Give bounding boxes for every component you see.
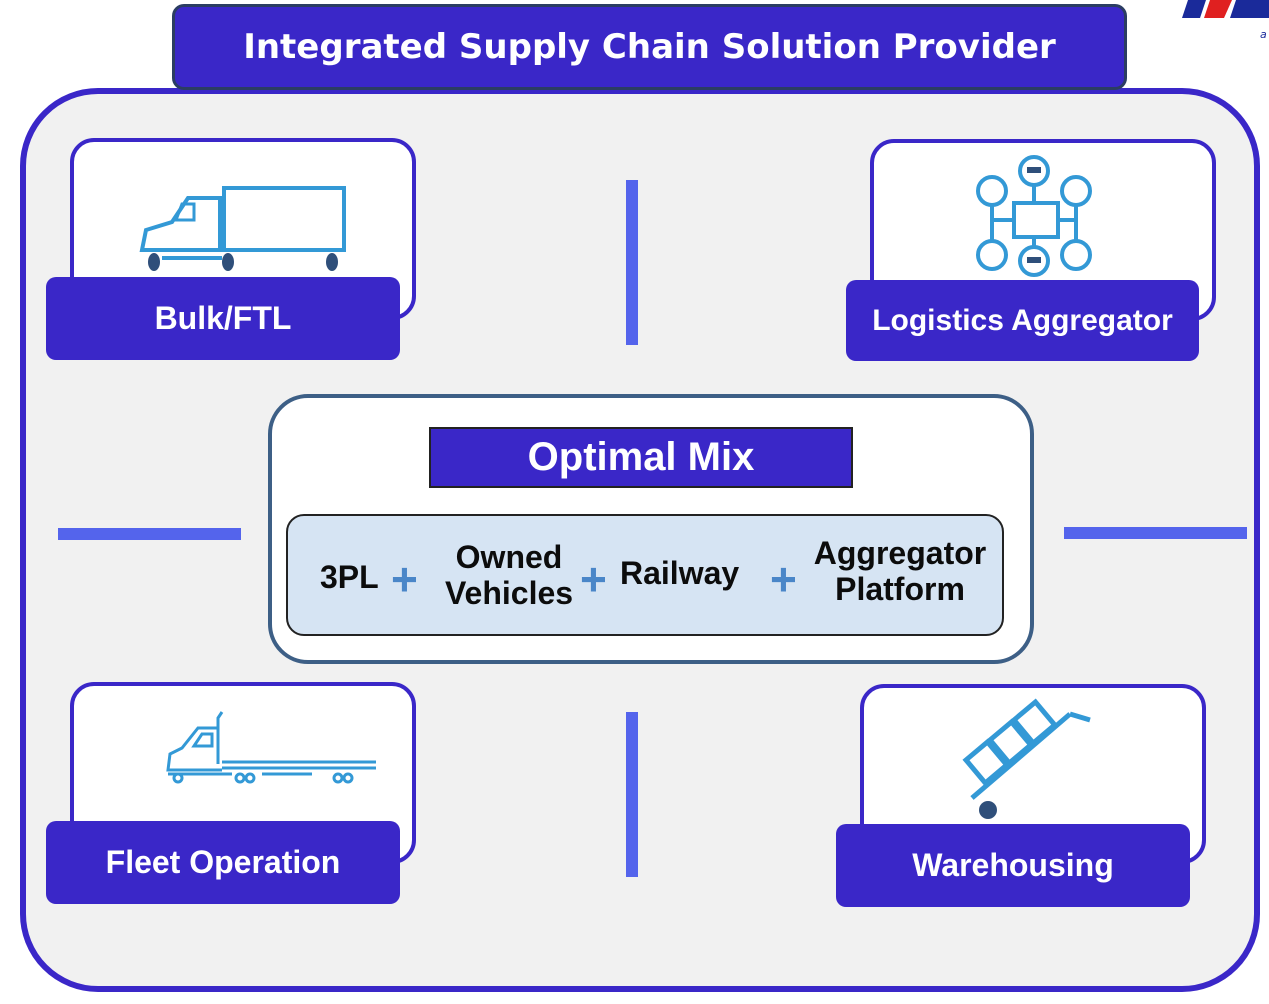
- divider-right: [1064, 527, 1247, 539]
- owned-vehicles-line1: Owned: [455, 539, 563, 575]
- network-hub-icon: [976, 155, 1092, 277]
- divider-top: [626, 180, 638, 345]
- svg-text:a: a: [1260, 28, 1267, 41]
- bulk-ftl-label: Bulk/FTL: [46, 277, 400, 360]
- mix-item-aggregator-platform: Aggregator Platform: [800, 535, 1000, 608]
- optimal-mix-components: [286, 514, 1004, 636]
- mix-item-railway-label: Railway: [620, 555, 740, 591]
- box-truck-icon: [139, 186, 346, 271]
- owned-vehicles-line2: Vehicles: [444, 574, 574, 611]
- mix-item-3pl: 3PL: [320, 559, 379, 596]
- fleet-operation-label: Fleet Operation: [46, 821, 400, 904]
- aggregator-platform-line1: Aggregator: [813, 535, 987, 571]
- mix-item-railway: Railway: [620, 555, 740, 592]
- mix-item-owned-vehicles: Owned Vehicles: [430, 539, 588, 612]
- company-logo-icon: a: [1180, 0, 1269, 44]
- divider-left: [58, 528, 241, 540]
- plus-icon: +: [391, 553, 418, 605]
- plus-icon: +: [770, 553, 797, 605]
- mix-item-3pl-label: 3PL: [320, 559, 379, 595]
- warehousing-label: Warehousing: [836, 824, 1190, 907]
- aggregator-platform-line2: Platform: [835, 570, 965, 607]
- optimal-mix-title: Optimal Mix: [429, 427, 853, 488]
- diagram-title: Integrated Supply Chain Solution Provide…: [172, 4, 1127, 90]
- hand-trolley-icon: [962, 698, 1091, 819]
- logistics-aggregator-label: Logistics Aggregator: [846, 280, 1199, 361]
- flatbed-truck-icon: [166, 711, 376, 784]
- divider-bottom: [626, 712, 638, 877]
- plus-icon: +: [580, 553, 607, 605]
